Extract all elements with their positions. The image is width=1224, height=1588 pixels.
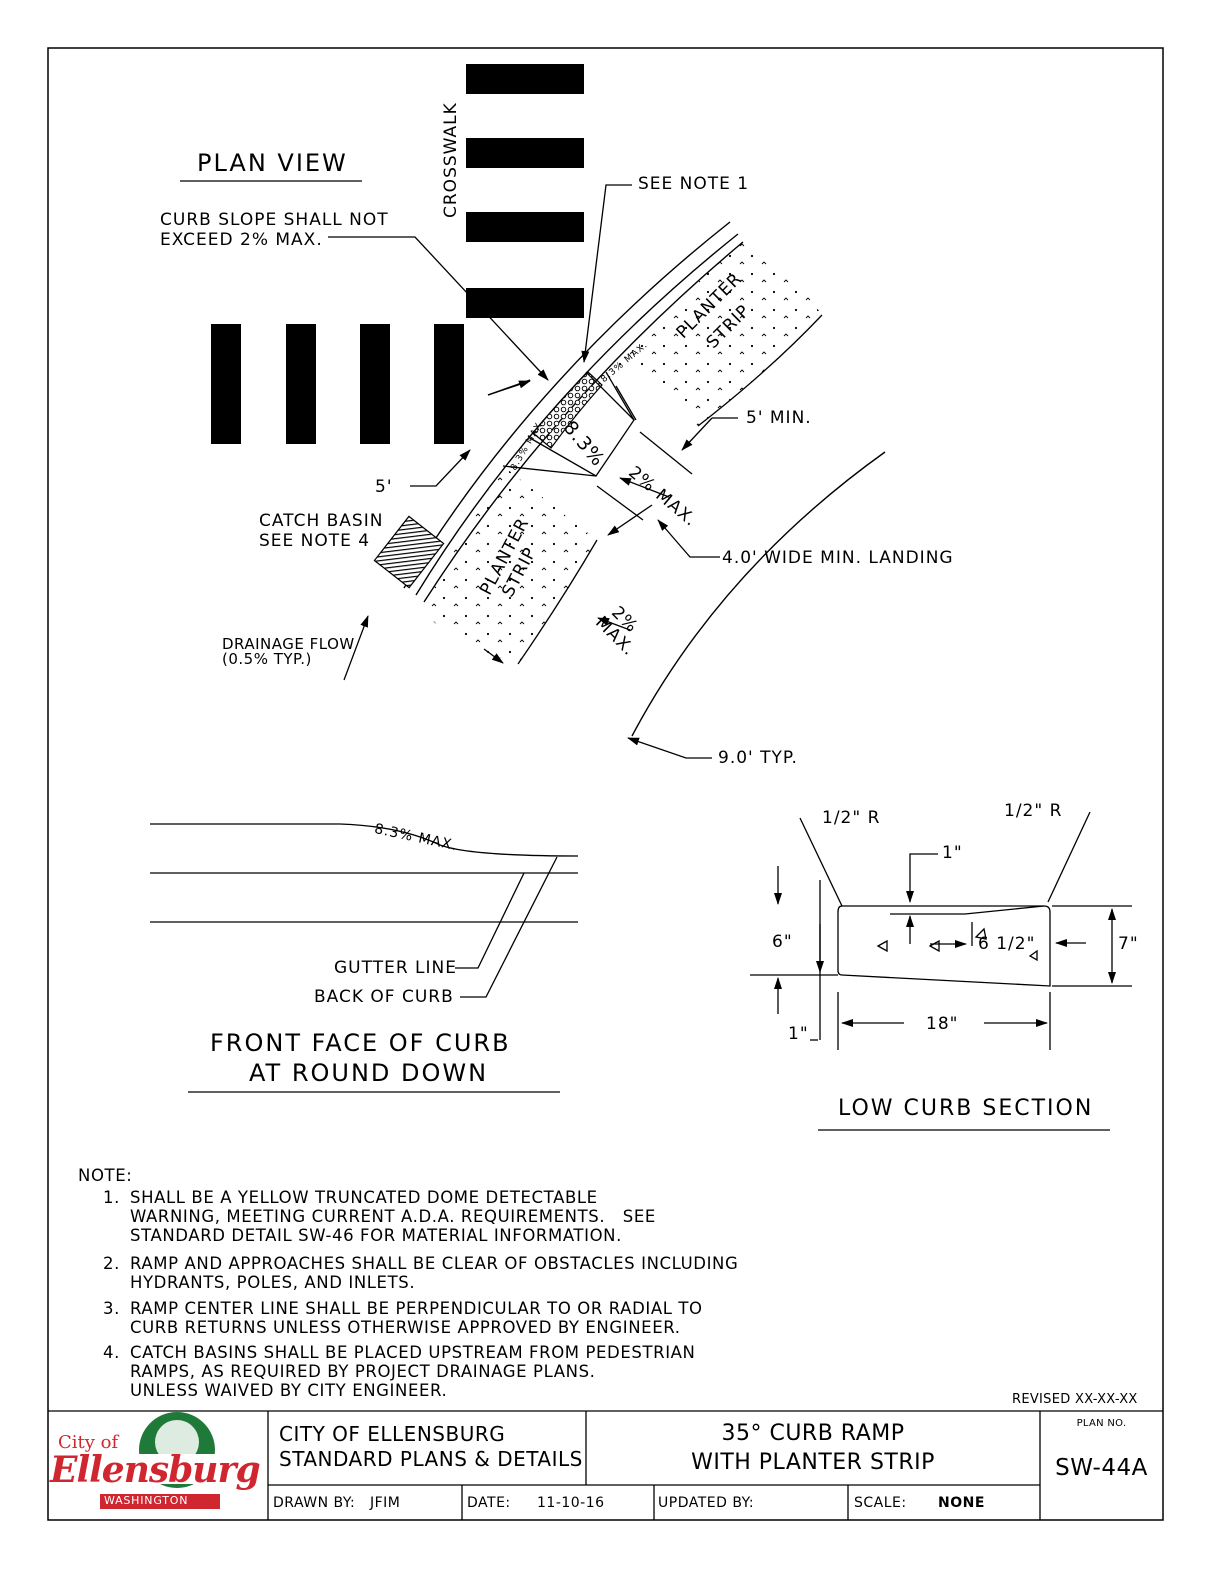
landing-width-label: 4.0' WIDE MIN. LANDING bbox=[722, 548, 954, 568]
crosswalk-label: CROSSWALK bbox=[441, 102, 461, 218]
note-1-num: 1. bbox=[103, 1188, 120, 1207]
drainage-line1: DRAINAGE FLOW bbox=[222, 635, 355, 653]
eighteen-inch-label: 18" bbox=[926, 1014, 959, 1034]
plan-view-title: PLAN VIEW bbox=[197, 149, 348, 177]
seven-inch-label: 7" bbox=[1118, 934, 1139, 954]
plan-leaders bbox=[180, 180, 738, 759]
sheet-border bbox=[47, 47, 1164, 1521]
front-face-title-line2: AT ROUND DOWN bbox=[249, 1059, 489, 1087]
gutter-line-label: GUTTER LINE bbox=[334, 958, 457, 978]
logo-state: WASHINGTON bbox=[104, 1494, 189, 1507]
catch-basin-line2: SEE NOTE 4 bbox=[259, 531, 371, 551]
one-inch-top-label: 1" bbox=[942, 843, 963, 863]
see-note-1: SEE NOTE 1 bbox=[638, 174, 750, 194]
plan-no-label: PLAN NO. bbox=[1076, 1418, 1127, 1429]
catch-basin bbox=[373, 515, 445, 589]
curb-slope-line2: EXCEED 2% MAX. bbox=[160, 230, 323, 250]
org-line1: CITY OF ELLENSBURG bbox=[279, 1422, 506, 1446]
note-4-num: 4. bbox=[103, 1343, 120, 1362]
truncated-domes bbox=[532, 371, 603, 449]
drawn-by-value: JFIM bbox=[370, 1495, 401, 1511]
curb-slope-line1: CURB SLOPE SHALL NOT bbox=[160, 210, 389, 230]
crosswalk-bars-horizontal bbox=[211, 324, 464, 444]
scale-label: SCALE: bbox=[854, 1495, 907, 1511]
back-of-curb-label: BACK OF CURB bbox=[314, 987, 454, 1007]
ramp-outline bbox=[502, 371, 635, 477]
front-face-title-line1: FRONT FACE OF CURB bbox=[210, 1029, 511, 1057]
catch-basin-line1: CATCH BASIN bbox=[259, 511, 384, 531]
nine-foot-label: 9.0' TYP. bbox=[718, 748, 798, 768]
crosswalk-bars-vertical bbox=[466, 64, 584, 318]
logo-name: Ellensburg bbox=[50, 1449, 261, 1491]
low-curb-title: LOW CURB SECTION bbox=[838, 1096, 1094, 1121]
drainage-line2: (0.5% TYP.) bbox=[222, 650, 312, 668]
city-logo-graphic bbox=[100, 1412, 226, 1509]
street-edge bbox=[631, 451, 886, 737]
updated-by-label: UPDATED BY: bbox=[658, 1495, 755, 1511]
planter-strip-lower bbox=[420, 466, 597, 664]
one-inch-bottom-label: 1" bbox=[788, 1024, 809, 1044]
title-block-lines bbox=[48, 1410, 1163, 1520]
plan-no: SW-44A bbox=[1055, 1455, 1148, 1481]
planter-strip-upper bbox=[606, 240, 822, 426]
note-2-num: 2. bbox=[103, 1254, 120, 1273]
sheet-title-line1: 35° CURB RAMP bbox=[721, 1421, 905, 1446]
note-3-text: RAMP CENTER LINE SHALL BE PERPENDICULAR … bbox=[130, 1299, 703, 1337]
scale-value: NONE bbox=[938, 1495, 985, 1511]
note-3-num: 3. bbox=[103, 1299, 120, 1318]
note-1-text: SHALL BE A YELLOW TRUNCATED DOME DETECTA… bbox=[130, 1188, 656, 1245]
date-value: 11-10-16 bbox=[537, 1495, 605, 1511]
note-4-text: CATCH BASINS SHALL BE PLACED UPSTREAM FR… bbox=[130, 1343, 696, 1400]
front-face-drawing bbox=[150, 823, 579, 1093]
notes-heading: NOTE: bbox=[78, 1166, 133, 1185]
low-curb-drawing bbox=[750, 811, 1132, 1131]
date-label: DATE: bbox=[467, 1495, 511, 1511]
five-foot-label: 5' bbox=[375, 477, 393, 497]
six-half-label: 6 1/2" bbox=[978, 934, 1036, 954]
six-inch-label: 6" bbox=[772, 932, 793, 952]
five-foot-min-label: 5' MIN. bbox=[746, 408, 812, 428]
logo-city-of: City of bbox=[58, 1432, 119, 1453]
radius-left-label: 1/2" R bbox=[822, 808, 881, 828]
revised-label: REVISED XX-XX-XX bbox=[1012, 1392, 1138, 1407]
drawn-by-label: DRAWN BY: bbox=[273, 1495, 356, 1511]
sheet-title-line2: WITH PLANTER STRIP bbox=[691, 1450, 935, 1475]
org-line2: STANDARD PLANS & DETAILS bbox=[279, 1447, 583, 1471]
note-2-text: RAMP AND APPROACHES SHALL BE CLEAR OF OB… bbox=[130, 1254, 739, 1292]
radius-right-label: 1/2" R bbox=[1004, 801, 1063, 821]
